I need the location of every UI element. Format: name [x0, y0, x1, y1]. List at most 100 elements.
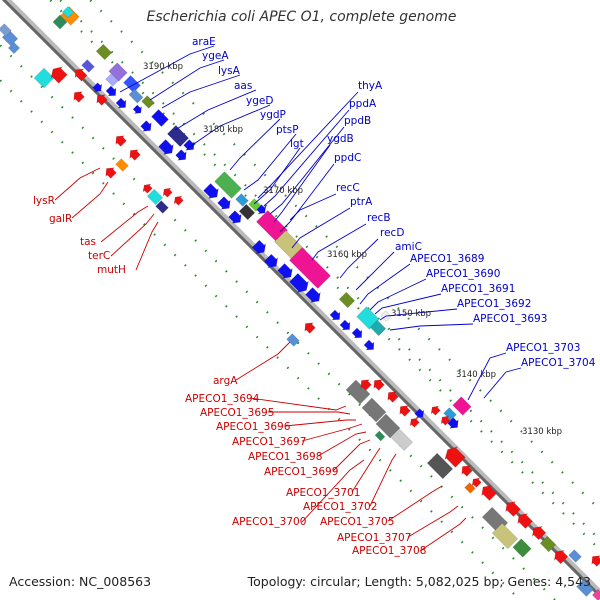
gene-label[interactable]: ygeD [246, 95, 273, 107]
gene-label[interactable]: lysR [33, 195, 55, 207]
gene-label[interactable]: ygdB [327, 133, 354, 145]
feature-track [0, 5, 600, 600]
gene-label[interactable]: APECO1_3695 [200, 407, 274, 419]
gene-feature [141, 95, 155, 109]
gene-label[interactable]: tas [80, 236, 96, 248]
gene-label[interactable]: APECO1_3698 [248, 451, 322, 463]
gene-label[interactable]: APECO1_3693 [473, 313, 547, 325]
gene-label[interactable]: ygeA [202, 50, 229, 62]
gene-label[interactable]: APECO1_3699 [264, 466, 338, 478]
gene-feature [92, 82, 103, 93]
gene-label[interactable]: recD [380, 227, 404, 239]
gene-feature [289, 247, 331, 289]
leader-line [187, 104, 271, 149]
gene-feature [461, 465, 473, 477]
gene-feature [238, 203, 256, 221]
gene-feature [61, 5, 75, 19]
leader-line [291, 207, 351, 249]
gene-feature [235, 193, 249, 207]
gene-label[interactable]: ppdB [344, 115, 371, 127]
gene-label[interactable]: APECO1_3697 [232, 436, 306, 448]
gene-feature [105, 85, 117, 97]
gene-label[interactable]: APECO1_3696 [216, 421, 291, 433]
gene-label[interactable]: APECO1_3690 [426, 268, 500, 280]
gene-label[interactable]: APECO1_3707 [337, 532, 411, 544]
gene-feature [277, 263, 293, 279]
leader-line [161, 74, 241, 109]
gene-label[interactable]: recB [367, 212, 391, 224]
gene-label[interactable]: ppdA [349, 98, 377, 110]
gene-label[interactable]: APECO1_3691 [441, 283, 515, 295]
gene-feature [444, 446, 466, 468]
gene-feature [214, 171, 242, 199]
gene-label[interactable]: APECO1_3705 [320, 516, 394, 528]
gene-label[interactable]: lysA [218, 65, 241, 77]
gene-feature [95, 43, 113, 61]
gene-label[interactable]: APECO1_3689 [410, 253, 484, 265]
gene-feature [73, 91, 85, 103]
gene-label[interactable]: aas [234, 80, 252, 92]
gene-feature [151, 109, 169, 127]
gene-label[interactable]: recC [336, 182, 360, 194]
gene-label[interactable]: ygdP [260, 109, 286, 121]
scale-label: 3150 kbp [391, 309, 431, 319]
gene-label[interactable]: ppdC [334, 152, 361, 164]
leader-line [100, 205, 149, 243]
scale-label: 3190 kbp [143, 62, 183, 72]
gene-label[interactable]: mutH [97, 264, 126, 276]
gene-label[interactable]: APECO1_3694 [185, 393, 260, 405]
gene-label[interactable]: APECO1_3701 [286, 487, 360, 499]
gene-label[interactable]: APECO1_3692 [457, 298, 531, 310]
gene-label[interactable]: araE [192, 36, 216, 48]
gene-label[interactable]: APECO1_3704 [521, 357, 596, 369]
gene-label[interactable]: ptsP [276, 124, 299, 136]
leader-line [339, 238, 379, 279]
scale-label: 3170 kbp [263, 186, 303, 196]
gene-feature [256, 204, 267, 215]
gene-label[interactable]: APECO1_3702 [303, 501, 377, 513]
gene-feature [373, 379, 385, 391]
gene-label[interactable]: APECO1_3703 [506, 342, 580, 354]
gene-label[interactable]: APECO1_3700 [232, 516, 306, 528]
gene-label[interactable]: galR [49, 213, 72, 225]
forward-gene-labels: araE ygeA lysA aas ygeD ygdP ptsP lgt th… [192, 36, 596, 369]
gene-label[interactable]: APECO1_3708 [352, 545, 426, 557]
gene-feature [146, 188, 164, 206]
scale-label: 3130 kbp [522, 427, 562, 437]
gene-label[interactable]: argA [213, 375, 238, 387]
map-title: Escherichia coli APEC O1, complete genom… [146, 9, 457, 25]
gene-feature [142, 183, 153, 194]
gene-feature [481, 485, 497, 501]
gene-feature [158, 139, 174, 155]
gene-label[interactable]: thyA [358, 80, 383, 92]
reverse-gene-labels: lysR galR tas terC mutH argA APECO1_3694… [33, 195, 426, 557]
leader-line [249, 397, 347, 411]
gene-label[interactable]: terC [88, 250, 110, 262]
gene-feature [356, 306, 380, 330]
gene-label[interactable]: ptrA [350, 196, 373, 208]
gene-feature [50, 66, 68, 84]
leader-line [379, 308, 458, 321]
gene-feature [576, 579, 594, 597]
gene-feature [351, 327, 363, 339]
gene-feature [471, 477, 482, 488]
gene-feature [263, 253, 279, 269]
leader-line [369, 278, 427, 311]
gene-feature [96, 94, 108, 106]
gene-feature [430, 405, 441, 416]
leader-line [71, 181, 109, 219]
gene-feature [105, 167, 117, 179]
gene-feature [512, 538, 532, 558]
gene-feature [414, 408, 425, 419]
gene-feature [304, 322, 316, 334]
gene-feature [531, 525, 547, 541]
gene-feature [363, 339, 375, 351]
leader-line [311, 223, 367, 261]
gene-feature [360, 379, 372, 391]
gene-feature [33, 67, 55, 89]
leader-line [483, 367, 522, 399]
leader-line [407, 505, 459, 538]
gene-label[interactable]: amiC [395, 241, 422, 253]
gene-feature [203, 183, 219, 199]
gene-label[interactable]: lgt [290, 138, 304, 150]
